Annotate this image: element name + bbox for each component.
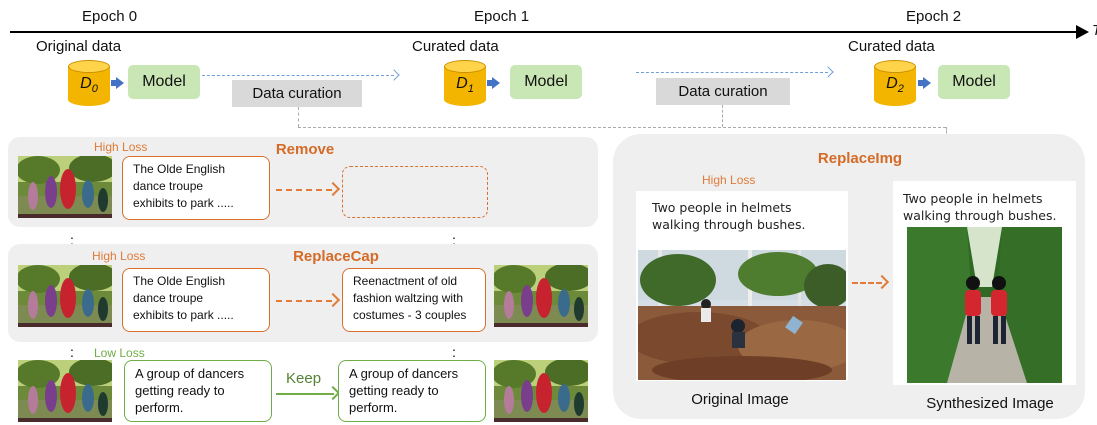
timeline-axis [10, 31, 1085, 33]
dataset-d1-label: D1 [456, 75, 474, 96]
data-curation-0-box: Data curation [232, 80, 362, 107]
stage-0-label: Original data [36, 38, 122, 55]
model-0-box: Model [128, 65, 200, 99]
dataset-d1-cylinder-icon: D1 [444, 60, 486, 106]
replacecap-title: ReplaceCap [293, 248, 379, 265]
replacecap-arrow [276, 300, 332, 302]
synthesized-photo-hedge-path [907, 227, 1062, 383]
curation-1-arrowhead-icon [822, 66, 834, 78]
dataset-d2-cylinder-icon: D2 [874, 60, 916, 106]
connector-horizontal [298, 127, 946, 128]
stage-1-label: Curated data [412, 38, 499, 55]
dance-photo-thumbnail [494, 265, 588, 327]
replaceimg-loss-label: High Loss [702, 173, 756, 187]
dance-photo-thumbnail [494, 360, 588, 422]
timeline-end-label: T [1092, 22, 1097, 39]
removed-caption-placeholder [342, 166, 488, 218]
timeline-arrow-icon [1076, 25, 1089, 39]
remove-title: Remove [275, 141, 335, 158]
connector-vertical-mid [722, 105, 723, 127]
curation-1-dashed-arrow [636, 72, 828, 73]
stage-1-arrow-stem [487, 80, 492, 86]
replaceimg-title: ReplaceImg [817, 150, 903, 167]
remove-arrow [276, 189, 332, 191]
stage-0-arrow-icon [116, 77, 124, 89]
curation-0-arrowhead-icon [388, 69, 400, 81]
remove-loss-label: High Loss [94, 140, 148, 154]
epoch-1-label: Epoch 1 [474, 8, 530, 25]
synthesized-image-label: Synthesized Image [926, 395, 1054, 412]
replacecap-loss-label: High Loss [92, 249, 146, 263]
model-2-box: Model [938, 65, 1010, 99]
stage-2-arrow-icon [923, 77, 931, 89]
dataset-d0-cylinder-icon: D0 [68, 60, 110, 106]
curation-0-dashed-arrow [202, 75, 394, 76]
connector-vertical-left [298, 107, 299, 127]
original-photo-bushes [638, 250, 846, 380]
keep-loss-label: Low Loss [94, 346, 145, 360]
vertical-ellipsis: ... [70, 338, 74, 366]
replaceimg-arrow [852, 282, 882, 284]
keep-label: Keep [286, 370, 322, 387]
dataset-d0-label: D0 [80, 75, 98, 96]
original-image-label: Original Image [691, 391, 789, 408]
dance-photo-thumbnail [18, 156, 112, 218]
dataset-d2-label: D2 [886, 75, 904, 96]
data-curation-1-box: Data curation [656, 78, 790, 105]
model-1-box: Model [510, 65, 582, 99]
connector-vertical-right [946, 127, 947, 137]
stage-2-arrow-stem [918, 80, 923, 86]
stage-2-label: Curated data [848, 38, 935, 55]
epoch-0-label: Epoch 0 [82, 8, 138, 25]
stage-0-arrow-stem [111, 80, 116, 86]
dance-photo-thumbnail [18, 265, 112, 327]
keep-arrow [276, 393, 334, 395]
stage-1-arrow-icon [492, 77, 500, 89]
epoch-2-label: Epoch 2 [906, 8, 962, 25]
dance-photo-thumbnail [18, 360, 112, 422]
vertical-ellipsis: ... [452, 338, 456, 366]
